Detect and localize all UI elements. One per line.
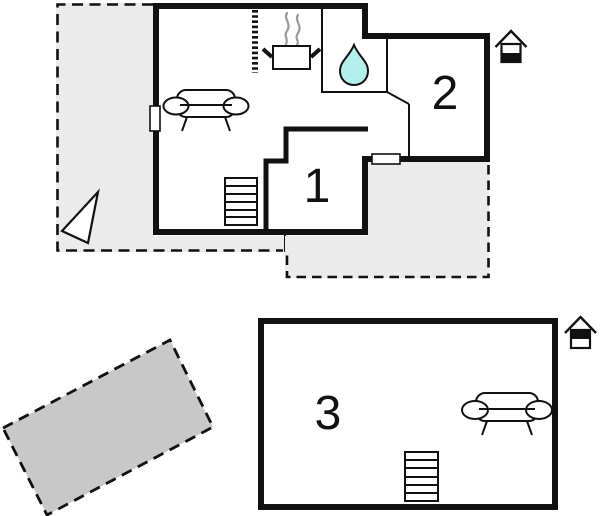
- stairs-icon: [224, 177, 258, 226]
- lower-floor-plan: 3: [258, 318, 558, 510]
- main-house-outline: [153, 3, 490, 235]
- stairs-icon: [404, 451, 439, 502]
- upper-floor-plan: 1 2: [149, 3, 490, 235]
- terrace-dashed-border: [56, 3, 283, 252]
- sofa-icon: [461, 392, 553, 436]
- annex-outline: [258, 318, 558, 510]
- terrace-lower-right: [285, 162, 490, 279]
- sofa-leg: [224, 116, 231, 132]
- stove-pot-icon: [261, 11, 322, 70]
- room-1-label: 1: [304, 160, 331, 213]
- sofa-leg: [526, 420, 533, 436]
- steam-icon: [295, 13, 301, 47]
- floor-indicator-lower-icon: [564, 315, 597, 350]
- pot-handle-right: [309, 47, 322, 59]
- sofa-icon: [162, 89, 250, 132]
- terrace-area: [56, 3, 285, 252]
- highlighted-floor: [571, 330, 590, 339]
- sofa-leg: [181, 116, 188, 132]
- window-marker: [149, 105, 161, 132]
- pot-body: [272, 45, 311, 70]
- floor-indicator-upper-icon: [494, 29, 528, 64]
- sofa-leg: [481, 420, 488, 436]
- pot-handle-left: [261, 47, 274, 59]
- roof-outline: [494, 29, 528, 48]
- roof-outline: [564, 315, 597, 334]
- steam-icon: [284, 11, 290, 46]
- water-drop-icon: [338, 42, 370, 87]
- window-marker: [371, 153, 401, 165]
- door-wall-diagonal: [386, 91, 410, 105]
- patio-area: [1, 338, 215, 516]
- room-1-walls: [263, 126, 368, 235]
- direction-triangle-icon: [60, 188, 100, 245]
- room-3-label: 3: [315, 387, 342, 440]
- room-2-label: 2: [432, 67, 459, 120]
- terrace-dashed-border: [285, 165, 490, 279]
- terrace-area: [285, 162, 489, 278]
- highlighted-floor: [501, 53, 521, 62]
